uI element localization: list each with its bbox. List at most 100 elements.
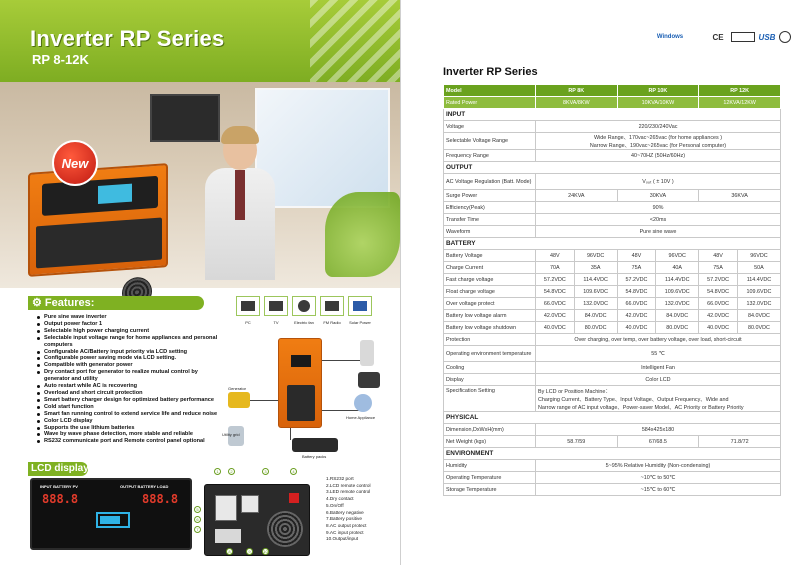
rear-panel-legend: 1.RS232 port 2.LCD remote control 3.LED … [326,476,371,543]
list-item: Smart fan running control to extend serv… [36,411,218,418]
table-row: Rated Power 8KVA/8KW 10KVA/10KW 12KVA/12… [443,96,781,109]
left-page: Inverter RP Series RP 8-12K New ⚙ Featur… [0,0,400,565]
list-item: 9.AC input protect [326,529,364,535]
pc-icon [236,296,260,316]
appliance-label: PC [245,320,251,325]
table-section: ENVIRONMENT [443,447,781,460]
callout-marker: 6 [194,516,201,523]
list-item: Dry contact port for generator to realiz… [36,369,218,383]
generator-icon [228,392,250,408]
usb-logo-icon: USB [758,32,776,42]
list-item: 7.Battery positive [326,516,362,522]
callout-marker: 9 [246,548,253,555]
windows-logo-icon: Windows [656,34,684,40]
tv-image [150,94,220,142]
callout-marker: 8 [226,548,233,555]
spec-title: Inverter RP Series [443,66,538,78]
businessman-image [205,126,275,280]
lcd-screen-image: INPUT BATTERY PV OUTPUT BATTERY LOAD 888… [30,478,192,550]
fridge-icon [360,340,374,366]
window-image [255,88,390,208]
radio-icon [320,296,344,316]
callout-marker: 10 [262,548,269,555]
table-section: OUTPUT [443,161,781,174]
leaf-graphic [325,192,400,277]
list-item: Configurable AC/Battery input priority v… [36,349,218,356]
ce-logo-icon: CE [712,32,724,42]
features-list: Pure sine wave inverter Output power fac… [36,314,218,445]
table-section: PHYSICAL [443,411,781,424]
table-row: AC Voltage Regulation (Batt. Mode)Vₒᵤₜ (… [443,173,781,190]
new-badge: New [52,140,98,186]
features-bar [28,296,204,310]
computer-icon [358,372,380,388]
callout-marker: 5 [194,506,201,513]
table-row: Dimension,DxWxH(mm)584x425x180 [443,423,781,436]
spec-table: Model RP 8K RP 10K RP 12K Rated Power 8K… [443,84,782,496]
list-item: Selectable high power charging current [36,328,218,335]
callout-marker: 1 [214,468,221,475]
header-banner: Inverter RP Series RP 8-12K [0,0,400,90]
page-title: Inverter RP Series [30,26,225,51]
fan-appliance-icon [354,394,372,412]
list-item: 4.Dry contact [326,496,354,502]
callout-marker: 2 [228,468,235,475]
appliance-label: FM Radio [323,320,341,325]
home-appliance-label: Home Appliance [346,415,376,420]
table-row: Efficiency(Peak)90% [443,201,781,214]
callout-marker: 3 [262,468,269,475]
lcd-battery-icon [96,512,130,528]
table-row: Storage Temperature~15℃ to 60℃ [443,483,781,496]
list-item: 10.Output/input [326,536,359,542]
list-item: Selectable input voltage range for home … [36,335,218,349]
rohs-icon [779,31,791,43]
list-item: Output power factor 1 [36,321,218,328]
appliance-label: TV [273,320,279,325]
list-item: Smart battery charger design for optimiz… [36,397,218,404]
list-item: Wave by wave phase detection, more stabl… [36,431,218,438]
callout-marker: 4 [290,468,297,475]
table-row: Transfer Time<20ms [443,213,781,226]
list-item: 3.LED remote control [326,489,371,495]
lcd-input-label: INPUT BATTERY PV [40,484,78,489]
page-subtitle: RP 8-12K [32,52,89,67]
generator-label: Generator [228,386,247,391]
list-item: Color LCD display [36,418,218,425]
battery-packs-icon [292,438,338,452]
lcd-title: LCD display: [31,463,93,474]
lcd-digits-right: 888.8 [142,492,179,506]
tv-icon [264,296,288,316]
right-page: Windows CE USB Inverter RP Series Model … [400,0,800,565]
rs232-port-icon [731,32,755,42]
list-item: 1.RS232 port [326,476,354,481]
appliance-label: Solar Power [349,320,371,325]
list-item: Cold start function [36,404,218,411]
table-section: BATTERY [443,237,781,250]
callout-marker: 7 [194,526,201,533]
table-row: Model RP 8K RP 10K RP 12K [443,84,781,97]
rear-panel-image [204,484,310,556]
features-title: ⚙ Features: [32,297,95,309]
inverter-tower-image [278,338,322,428]
lcd-output-label: OUTPUT BATTERY LOAD [120,484,169,489]
list-item: Configurable power saving mode via LCD s… [36,355,218,362]
inverter-product-image [28,163,168,309]
list-item: RS232 communicate port and Remote contro… [36,438,218,445]
lcd-bar [28,462,88,476]
list-item: Auto restart while AC is recovering [36,383,218,390]
table-section: INPUT [443,108,781,121]
list-item: Supports the use lithium batteries [36,425,218,432]
